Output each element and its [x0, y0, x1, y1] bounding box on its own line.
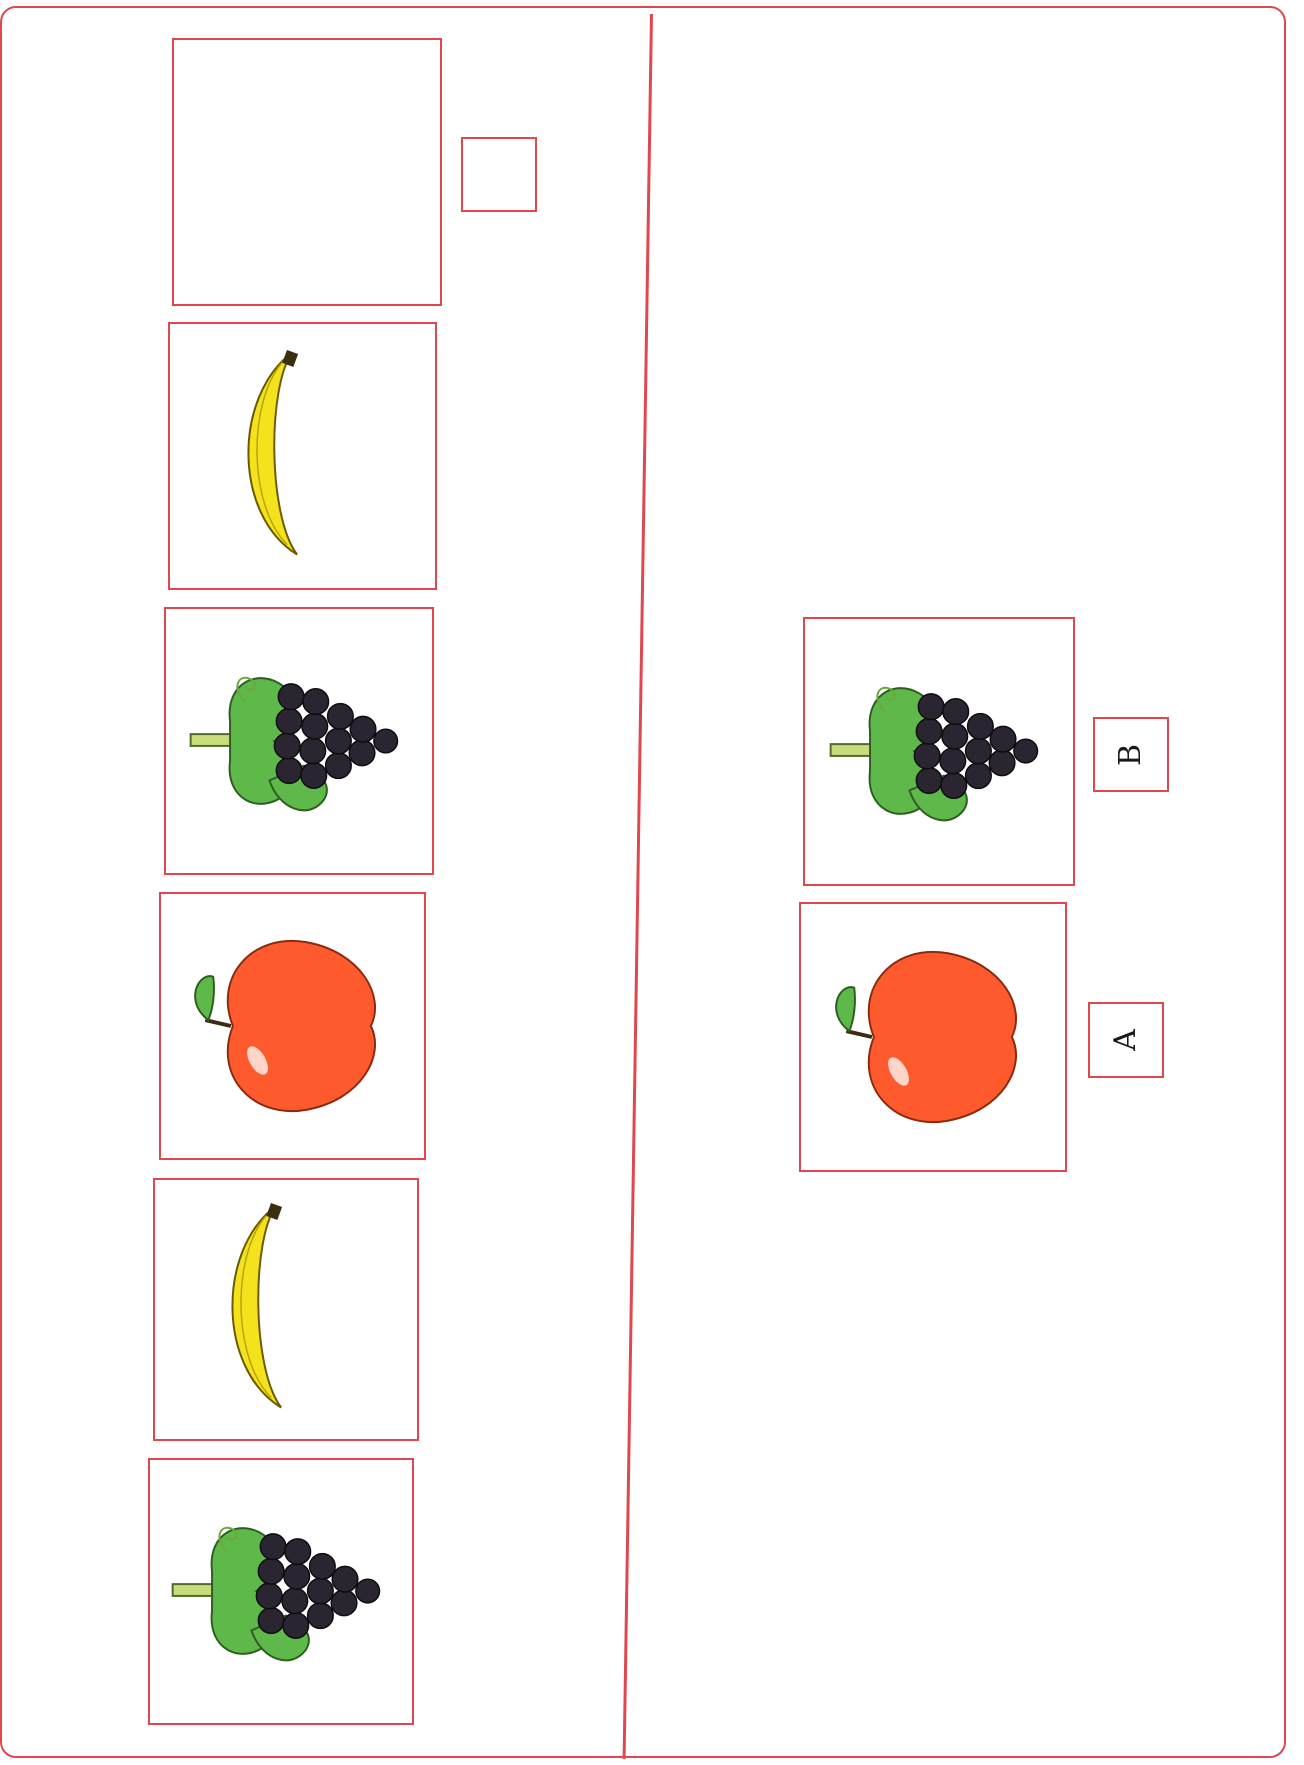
option-label-b[interactable]: B	[1093, 717, 1169, 792]
sequence-tile-banana-2	[168, 322, 437, 590]
grapes-icon	[150, 1460, 412, 1723]
grapes-icon	[166, 609, 432, 873]
sequence-tile-grapes-1	[148, 1458, 414, 1725]
option-tile-b-grapes[interactable]	[803, 617, 1075, 886]
grapes-icon	[805, 619, 1073, 884]
answer-box[interactable]	[461, 137, 537, 212]
sequence-tile-grapes-2	[164, 607, 434, 875]
banana-icon	[155, 1180, 417, 1439]
sequence-tile-apple-1	[159, 892, 426, 1160]
option-tile-a-apple[interactable]	[799, 902, 1067, 1172]
sequence-tile-banana-1	[153, 1178, 419, 1441]
sequence-tile-blank[interactable]	[172, 38, 442, 306]
option-label-a[interactable]: A	[1088, 1002, 1164, 1078]
apple-icon	[801, 904, 1065, 1170]
option-letter-b: B	[1116, 743, 1146, 765]
banana-icon	[170, 324, 435, 588]
apple-icon	[161, 894, 424, 1158]
option-letter-a: A	[1111, 1029, 1141, 1051]
